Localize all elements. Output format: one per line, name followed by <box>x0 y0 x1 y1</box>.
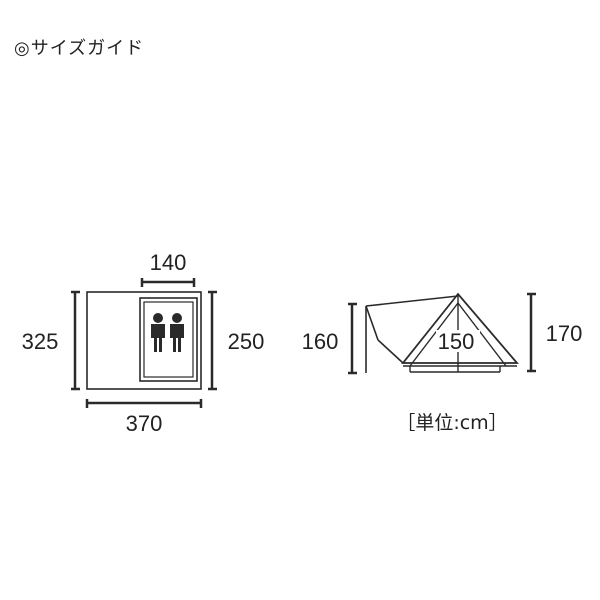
label-total-depth: 325 <box>22 329 59 354</box>
label-height-total: 170 <box>546 321 583 346</box>
awning-top-edge <box>365 295 459 307</box>
inner-tent-floor <box>143 301 194 378</box>
floor-outline <box>86 291 202 390</box>
tent-outline <box>401 292 519 364</box>
side-view: 160 150 170 <box>302 292 583 375</box>
label-inner-width-side: 150 <box>438 329 475 354</box>
label-inner-depth: 250 <box>228 329 265 354</box>
label-bg <box>436 330 480 352</box>
label-height-left: 160 <box>302 329 339 354</box>
label-total-width: 370 <box>126 411 163 436</box>
person-icon <box>170 313 184 352</box>
floor-plan: 140 325 250 370 <box>22 250 265 436</box>
awning-drape <box>365 305 379 341</box>
label-inner-width: 140 <box>150 250 187 275</box>
unit-note: ［単位:cm］ <box>396 412 507 434</box>
person-icon <box>151 313 165 352</box>
page-title: ◎サイズガイド <box>14 38 145 59</box>
inner-tent-outline <box>139 297 198 382</box>
awning-drape-lower <box>377 339 404 364</box>
